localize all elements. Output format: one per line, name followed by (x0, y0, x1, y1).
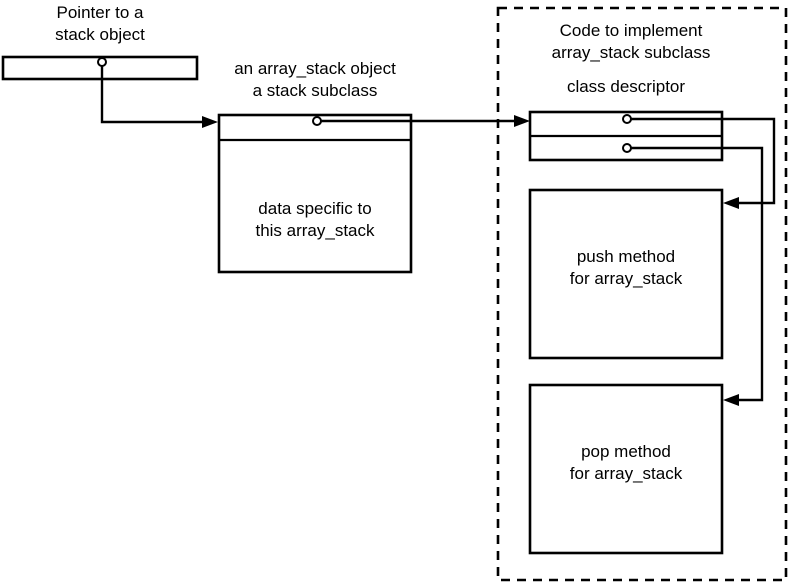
pop-method-box[interactable] (528, 383, 724, 555)
pointer-box[interactable] (1, 55, 199, 81)
class-descriptor-label: class descriptor (567, 77, 685, 96)
pop-method-label-line2: for array_stack (570, 464, 683, 483)
edge-descriptor-row2-to-pop-arrowhead (723, 394, 739, 406)
push-method-box[interactable] (528, 188, 724, 360)
array-stack-object-class-pointer-dot[interactable] (312, 116, 322, 126)
edge-descriptor-row1-to-push (631, 117, 776, 205)
edge-object-to-class-descriptor-arrowhead (514, 115, 530, 127)
class-descriptor-row1-pointer-dot[interactable] (622, 114, 632, 124)
edge-descriptor-row1-to-push-arrowhead (723, 197, 739, 209)
pointer-box-pointer-dot[interactable] (97, 57, 107, 67)
pointer-box-label-line2: stack object (55, 25, 145, 44)
object-box-label-line1: an array_stack object (234, 59, 396, 78)
push-method-label-line2: for array_stack (570, 269, 683, 288)
pointer-box-label-line1: Pointer to a (57, 3, 144, 22)
edge-pointer-to-object (100, 66, 207, 124)
pop-method-label-line1: pop method (581, 442, 671, 461)
object-box-label-line2: a stack subclass (253, 81, 378, 100)
edge-pointer-to-object-arrowhead (202, 116, 218, 128)
code-region-label-line1: Code to implement (560, 21, 703, 40)
object-data-label-line2: this array_stack (255, 221, 375, 240)
class-descriptor-row2-pointer-dot[interactable] (622, 143, 632, 153)
push-method-label-line1: push method (577, 247, 675, 266)
array-stack-object-box[interactable] (217, 113, 413, 274)
code-region-label-line2: array_stack subclass (552, 43, 711, 62)
code-region-dashed-border (496, 6, 788, 582)
edge-descriptor-row2-to-pop (631, 146, 764, 402)
object-data-label-line1: data specific to (258, 199, 371, 218)
